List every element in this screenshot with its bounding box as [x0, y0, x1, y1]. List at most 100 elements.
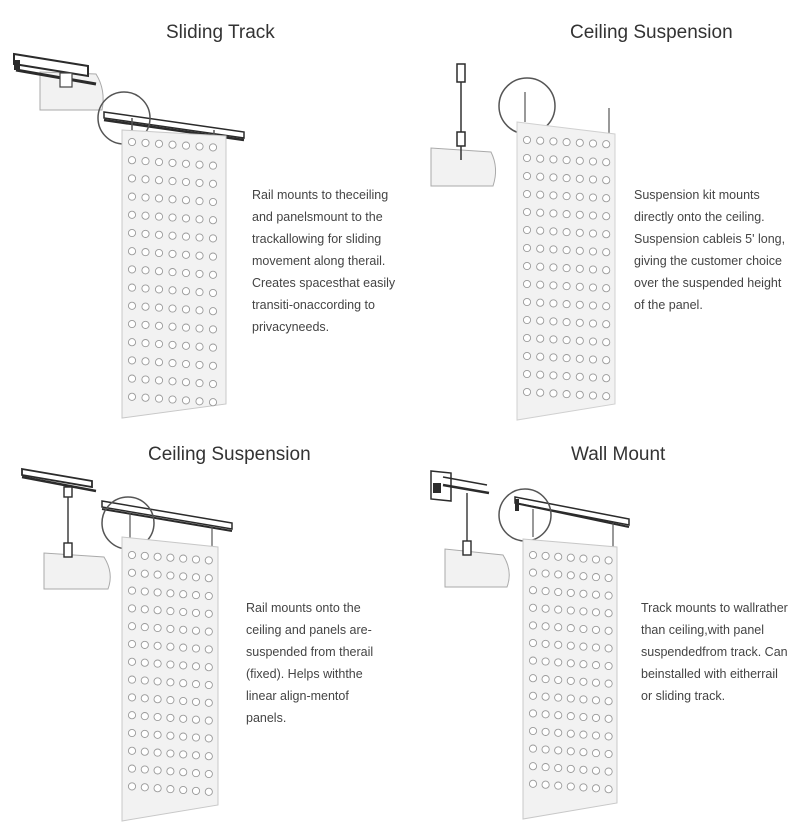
description-line: or sliding track.: [641, 689, 726, 703]
panel-hole: [575, 156, 584, 165]
panel-hole: [140, 783, 149, 792]
quadrant-title: Ceiling Suspension: [570, 22, 733, 43]
panel-hole: [575, 192, 584, 201]
panel-hole: [602, 266, 611, 275]
panel-hole: [579, 695, 588, 704]
panel-hole: [554, 552, 563, 561]
panel-hole: [195, 306, 204, 315]
panel-hole: [566, 588, 575, 597]
panel-hole: [554, 763, 563, 773]
panel-hole: [154, 212, 164, 221]
description-line: transiti-onaccording to: [252, 298, 375, 312]
panel-perforations: [127, 137, 218, 407]
panel-hole: [602, 320, 611, 329]
panel-hole: [522, 387, 532, 397]
panel-hole: [566, 782, 575, 791]
panel-hole: [528, 779, 538, 788]
panel-hole: [141, 302, 150, 311]
panel-hole: [591, 678, 601, 687]
panel-hole: [166, 696, 175, 705]
quadrant-wall-mount: Wall Mount Track mounts to wallrather th…: [403, 417, 806, 834]
panel-hole: [602, 176, 611, 185]
panel-hole: [541, 675, 550, 684]
panel-hole: [168, 268, 177, 277]
panel-hole: [604, 679, 613, 688]
panel-hole: [562, 390, 571, 399]
panel-hole: [168, 249, 177, 258]
panel-hole: [166, 660, 175, 669]
panel-hole: [522, 189, 532, 199]
panel-hole: [127, 568, 137, 577]
description-line: than ceiling,with panel: [641, 623, 764, 637]
panel-hole: [191, 662, 201, 671]
panel-hole: [208, 252, 218, 261]
panel-hole: [588, 211, 598, 220]
panel-hole: [562, 156, 571, 165]
panel-hole: [554, 693, 563, 702]
panel-hole: [541, 551, 550, 560]
panel-hole: [179, 661, 188, 670]
panel-hole: [579, 748, 588, 757]
panel-hole: [181, 159, 191, 168]
panel-hole: [528, 726, 538, 736]
panel-hole: [154, 394, 164, 403]
panel-hole: [168, 231, 177, 240]
panel-hole: [168, 158, 177, 167]
panel-hole: [127, 137, 137, 147]
panel-hole: [536, 154, 545, 163]
description-line: Track mounts to wallrather: [641, 601, 788, 615]
panel-hole: [528, 568, 538, 577]
panel-perforations: [522, 135, 611, 401]
panel-hole: [522, 171, 532, 181]
panel-hole: [528, 691, 538, 700]
panel-hole: [168, 377, 177, 386]
panel-hole: [154, 139, 164, 148]
quadrant-description: Rail mounts to theceiling and panelsmoun…: [252, 184, 395, 338]
panel-hole: [154, 248, 164, 258]
panel-hole: [127, 374, 137, 383]
panel-hole: [591, 713, 601, 722]
panel-hole: [204, 591, 213, 601]
description-line: suspended from therail: [246, 645, 374, 659]
description-line: Suspension cableis 5' long,: [634, 232, 786, 246]
panel-hole: [181, 323, 191, 332]
panel-hole: [127, 675, 137, 684]
panel-hole: [204, 663, 213, 672]
panel-hole: [566, 571, 575, 580]
panel-hole: [541, 657, 550, 666]
panel-hole: [208, 161, 218, 170]
panel-hole: [566, 624, 575, 633]
panel-hole: [602, 392, 611, 401]
panel-hole: [591, 731, 601, 740]
panel-hole: [575, 354, 584, 363]
panel-hole: [575, 300, 584, 309]
panel-hole: [562, 192, 571, 201]
panel-hole: [562, 282, 571, 291]
description-line: trackallowing for sliding: [252, 232, 382, 246]
panel-hole: [153, 748, 162, 757]
panel-hole: [141, 266, 150, 275]
panel-hole: [536, 262, 545, 271]
panel-hole: [549, 173, 558, 182]
panel-hole: [168, 395, 177, 404]
panel-hole: [549, 155, 558, 164]
panel-hole: [204, 556, 213, 565]
panel-hole: [604, 591, 613, 600]
panel-hole: [549, 299, 558, 308]
panel-hole: [154, 339, 164, 349]
panel-hole: [566, 712, 575, 721]
panel-hole: [522, 351, 532, 361]
panel-hole: [602, 338, 611, 347]
description-line: giving the customer choice: [634, 254, 782, 268]
panel-hole: [591, 625, 601, 634]
panel-hole: [195, 324, 204, 333]
panel-hole: [208, 361, 218, 370]
panel-hole: [528, 603, 538, 612]
panel-hole: [522, 297, 532, 307]
panel-hole: [604, 573, 613, 583]
panel-hole: [140, 747, 149, 756]
panel-hole: [181, 250, 191, 259]
panel-hole: [536, 388, 545, 397]
panel-hole: [153, 552, 162, 561]
panel-hole: [166, 731, 175, 740]
